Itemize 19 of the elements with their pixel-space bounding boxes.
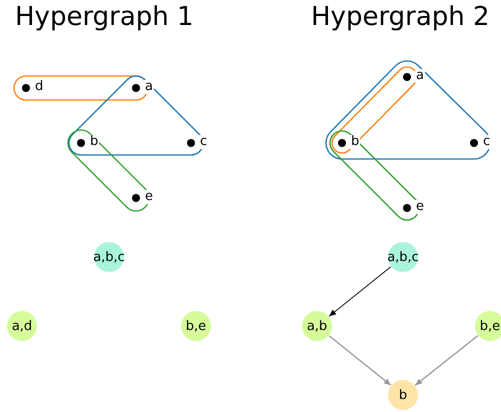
- vertex-label: c: [199, 135, 208, 149]
- vertex-label: e: [415, 200, 425, 214]
- arrow: [328, 335, 392, 386]
- arrow: [414, 335, 478, 386]
- vertex-label: a: [415, 69, 425, 83]
- vertex-label: e: [144, 190, 154, 204]
- arrow: [328, 266, 392, 317]
- hyperedge-node: a,d: [7, 311, 37, 341]
- hyperedge-node: b,e: [181, 311, 211, 341]
- hyperedge-node: a,b: [302, 311, 332, 341]
- vertex-label: c: [482, 135, 492, 149]
- hyperedge-node: b: [388, 380, 418, 410]
- panel-title: Hypergraph 2: [311, 2, 490, 32]
- hyperedge-node: a,b,c: [388, 242, 418, 272]
- hyperedge-node: b,e: [475, 311, 501, 341]
- vertex-label: a: [144, 80, 154, 94]
- vertex-label: b: [350, 135, 360, 149]
- hyperedge-node: a,b,c: [94, 242, 124, 272]
- panel-title: Hypergraph 1: [15, 2, 194, 32]
